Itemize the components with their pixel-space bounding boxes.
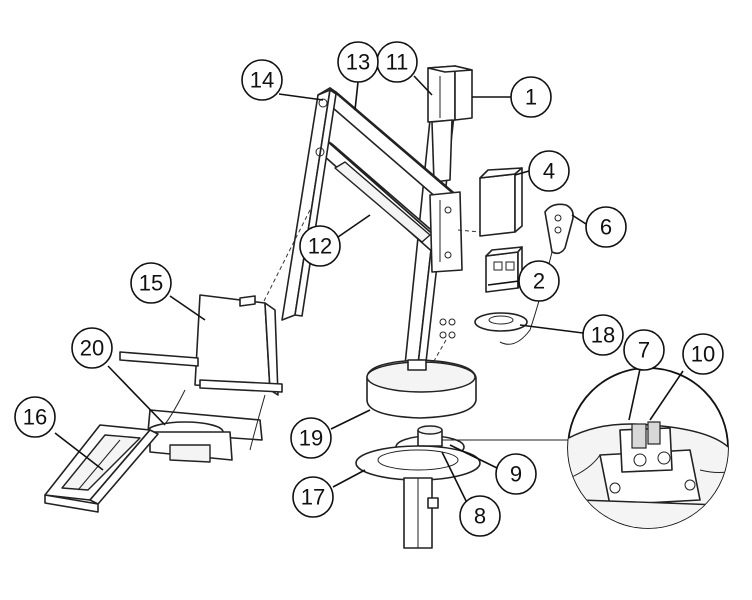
leader-lines <box>54 75 684 510</box>
callout-8-label: 8 <box>474 504 486 529</box>
callout-12: 12 <box>299 225 341 267</box>
callout-6: 6 <box>585 206 627 248</box>
callout-18: 18 <box>582 314 624 356</box>
detail-magnifier <box>567 367 729 529</box>
callout-12-label: 12 <box>308 234 332 259</box>
mounting-bolts <box>429 318 456 369</box>
lift-arm-assembly <box>261 87 463 321</box>
callout-4-label: 4 <box>543 159 555 184</box>
callout-13-label: 13 <box>346 50 370 75</box>
callout-2: 2 <box>518 260 560 302</box>
callout-11: 11 <box>376 41 418 83</box>
callout-1: 1 <box>510 76 552 118</box>
battery-part <box>457 167 523 237</box>
callout-16-label: 16 <box>23 405 47 430</box>
mount-plate-part <box>474 312 528 332</box>
callout-20-label: 20 <box>80 336 104 361</box>
seat-swivel-part <box>146 421 233 463</box>
callout-17-label: 17 <box>301 485 325 510</box>
callout-11-label: 11 <box>386 50 409 75</box>
callout-14-label: 14 <box>250 68 274 93</box>
callout-9: 9 <box>495 453 537 495</box>
callout-16: 16 <box>14 396 56 438</box>
callout-6-label: 6 <box>600 215 612 240</box>
callout-9-label: 9 <box>510 462 522 487</box>
callout-18-label: 18 <box>591 323 615 348</box>
actuator-part <box>427 65 473 183</box>
base-housing-part <box>366 359 477 419</box>
callout-15: 15 <box>130 262 172 304</box>
callout-19-label: 19 <box>299 426 323 451</box>
callout-4: 4 <box>528 150 570 192</box>
callout-1-label: 1 <box>525 85 537 110</box>
callout-15-label: 15 <box>139 271 163 296</box>
callout-17: 17 <box>292 476 334 518</box>
callout-8: 8 <box>459 495 501 537</box>
callout-13: 13 <box>337 41 379 83</box>
callout-7: 7 <box>623 329 665 371</box>
callout-7-label: 7 <box>638 338 650 363</box>
callout-14: 14 <box>241 59 283 101</box>
callout-10: 10 <box>682 333 724 375</box>
callout-20: 20 <box>71 327 113 369</box>
footrest-part <box>44 424 159 513</box>
callout-2-label: 2 <box>533 269 545 294</box>
deck-socket-part <box>355 445 481 549</box>
callout-19: 19 <box>290 417 332 459</box>
callout-10-label: 10 <box>691 342 715 367</box>
